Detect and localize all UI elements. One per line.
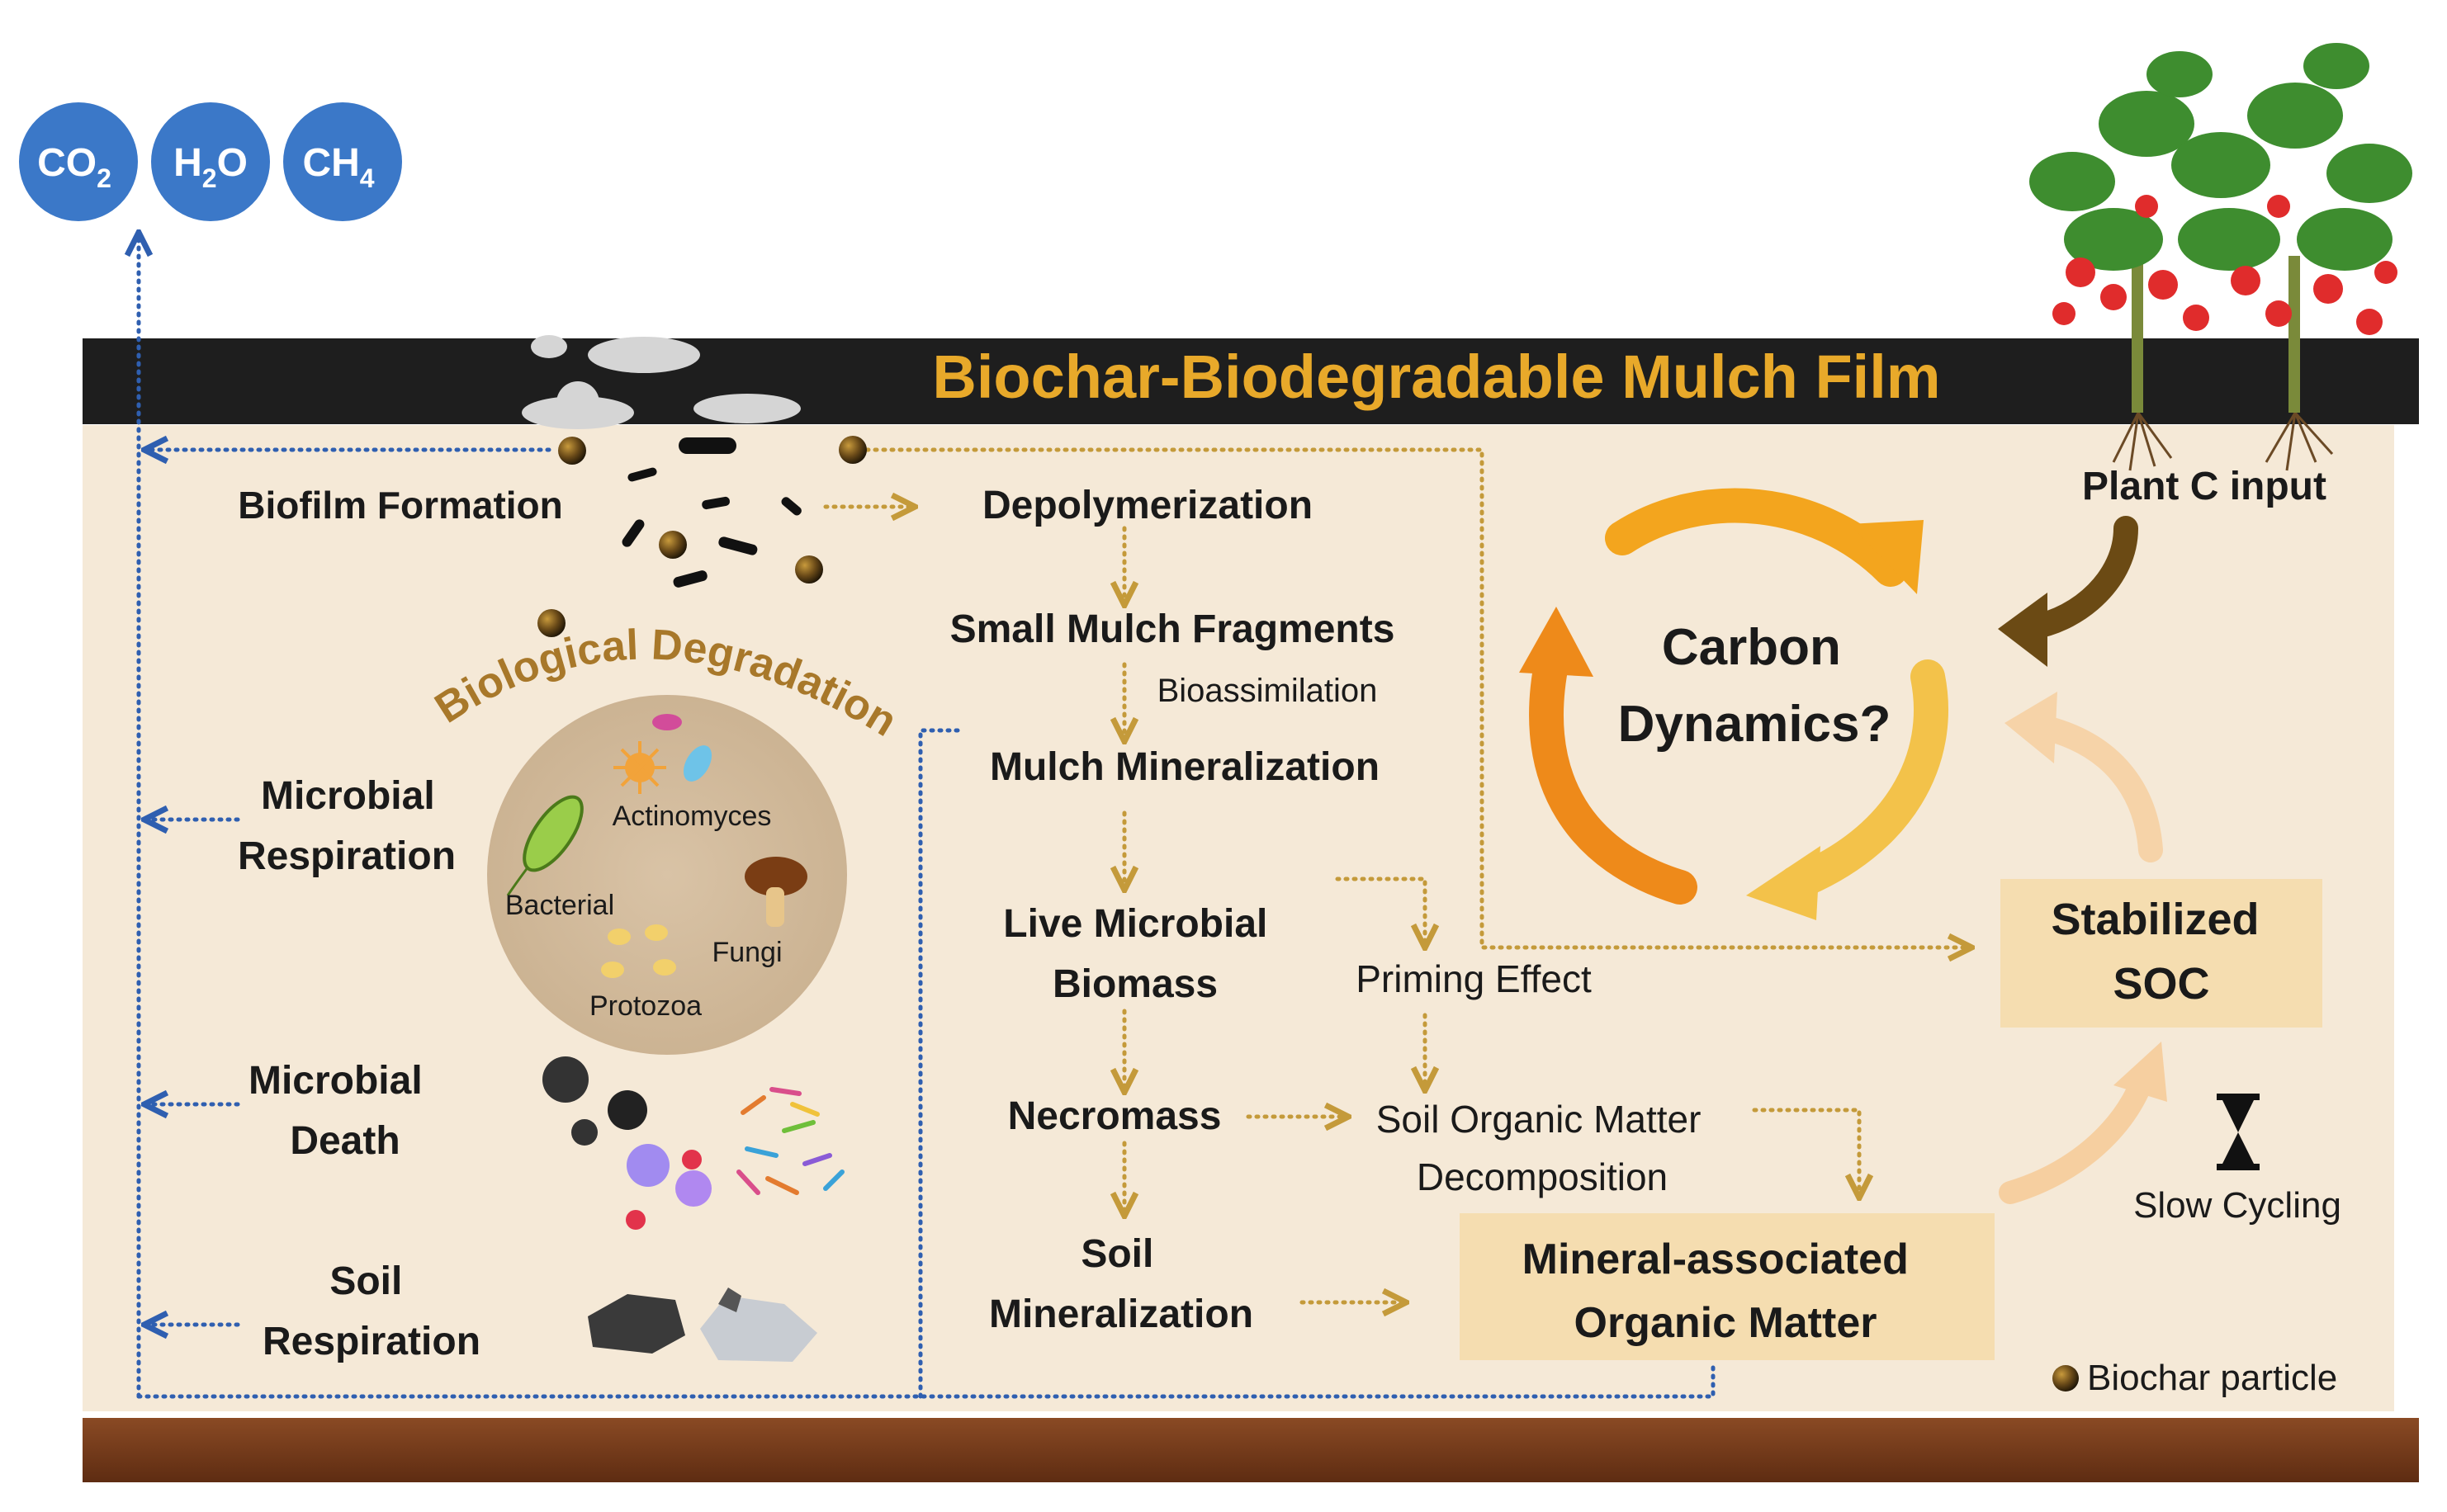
bacterial-label: Bacterial (505, 890, 614, 921)
banner-title: Biochar-Biodegradable Mulch Film (932, 343, 1940, 411)
legend: Biochar particle (2052, 1358, 2337, 1398)
mulch-mineralization-label: Mulch Mineralization (990, 745, 1380, 789)
gas-co2: CO2 (19, 102, 138, 221)
legend-label: Biochar particle (2087, 1358, 2337, 1398)
small-mulch-fragments-label: Small Mulch Fragments (950, 607, 1395, 651)
protozoa-label: Protozoa (589, 990, 702, 1022)
microbes-circle: Actinomyces Bacterial Fungi Protozoa (487, 695, 847, 1055)
necromass-label: Necromass (1008, 1094, 1222, 1138)
gas-ch4: CH4 (283, 102, 402, 221)
biofilm-label: Biofilm Formation (238, 484, 563, 527)
plant-c-input-label: Plant C input (2082, 465, 2326, 508)
actinomyces-label: Actinomyces (613, 801, 772, 832)
depolymerization-label: Depolymerization (982, 484, 1313, 527)
ground-strip (83, 1418, 2419, 1482)
priming-effect-label: Priming Effect (1356, 957, 1592, 1000)
gas-h2o: H2O (151, 102, 270, 221)
bioassimilation-label: Bioassimilation (1157, 673, 1378, 709)
slow-cycling-label: Slow Cycling (2133, 1185, 2341, 1226)
biochar-particle-icon (2052, 1365, 2079, 1392)
fungi-label: Fungi (712, 937, 782, 968)
